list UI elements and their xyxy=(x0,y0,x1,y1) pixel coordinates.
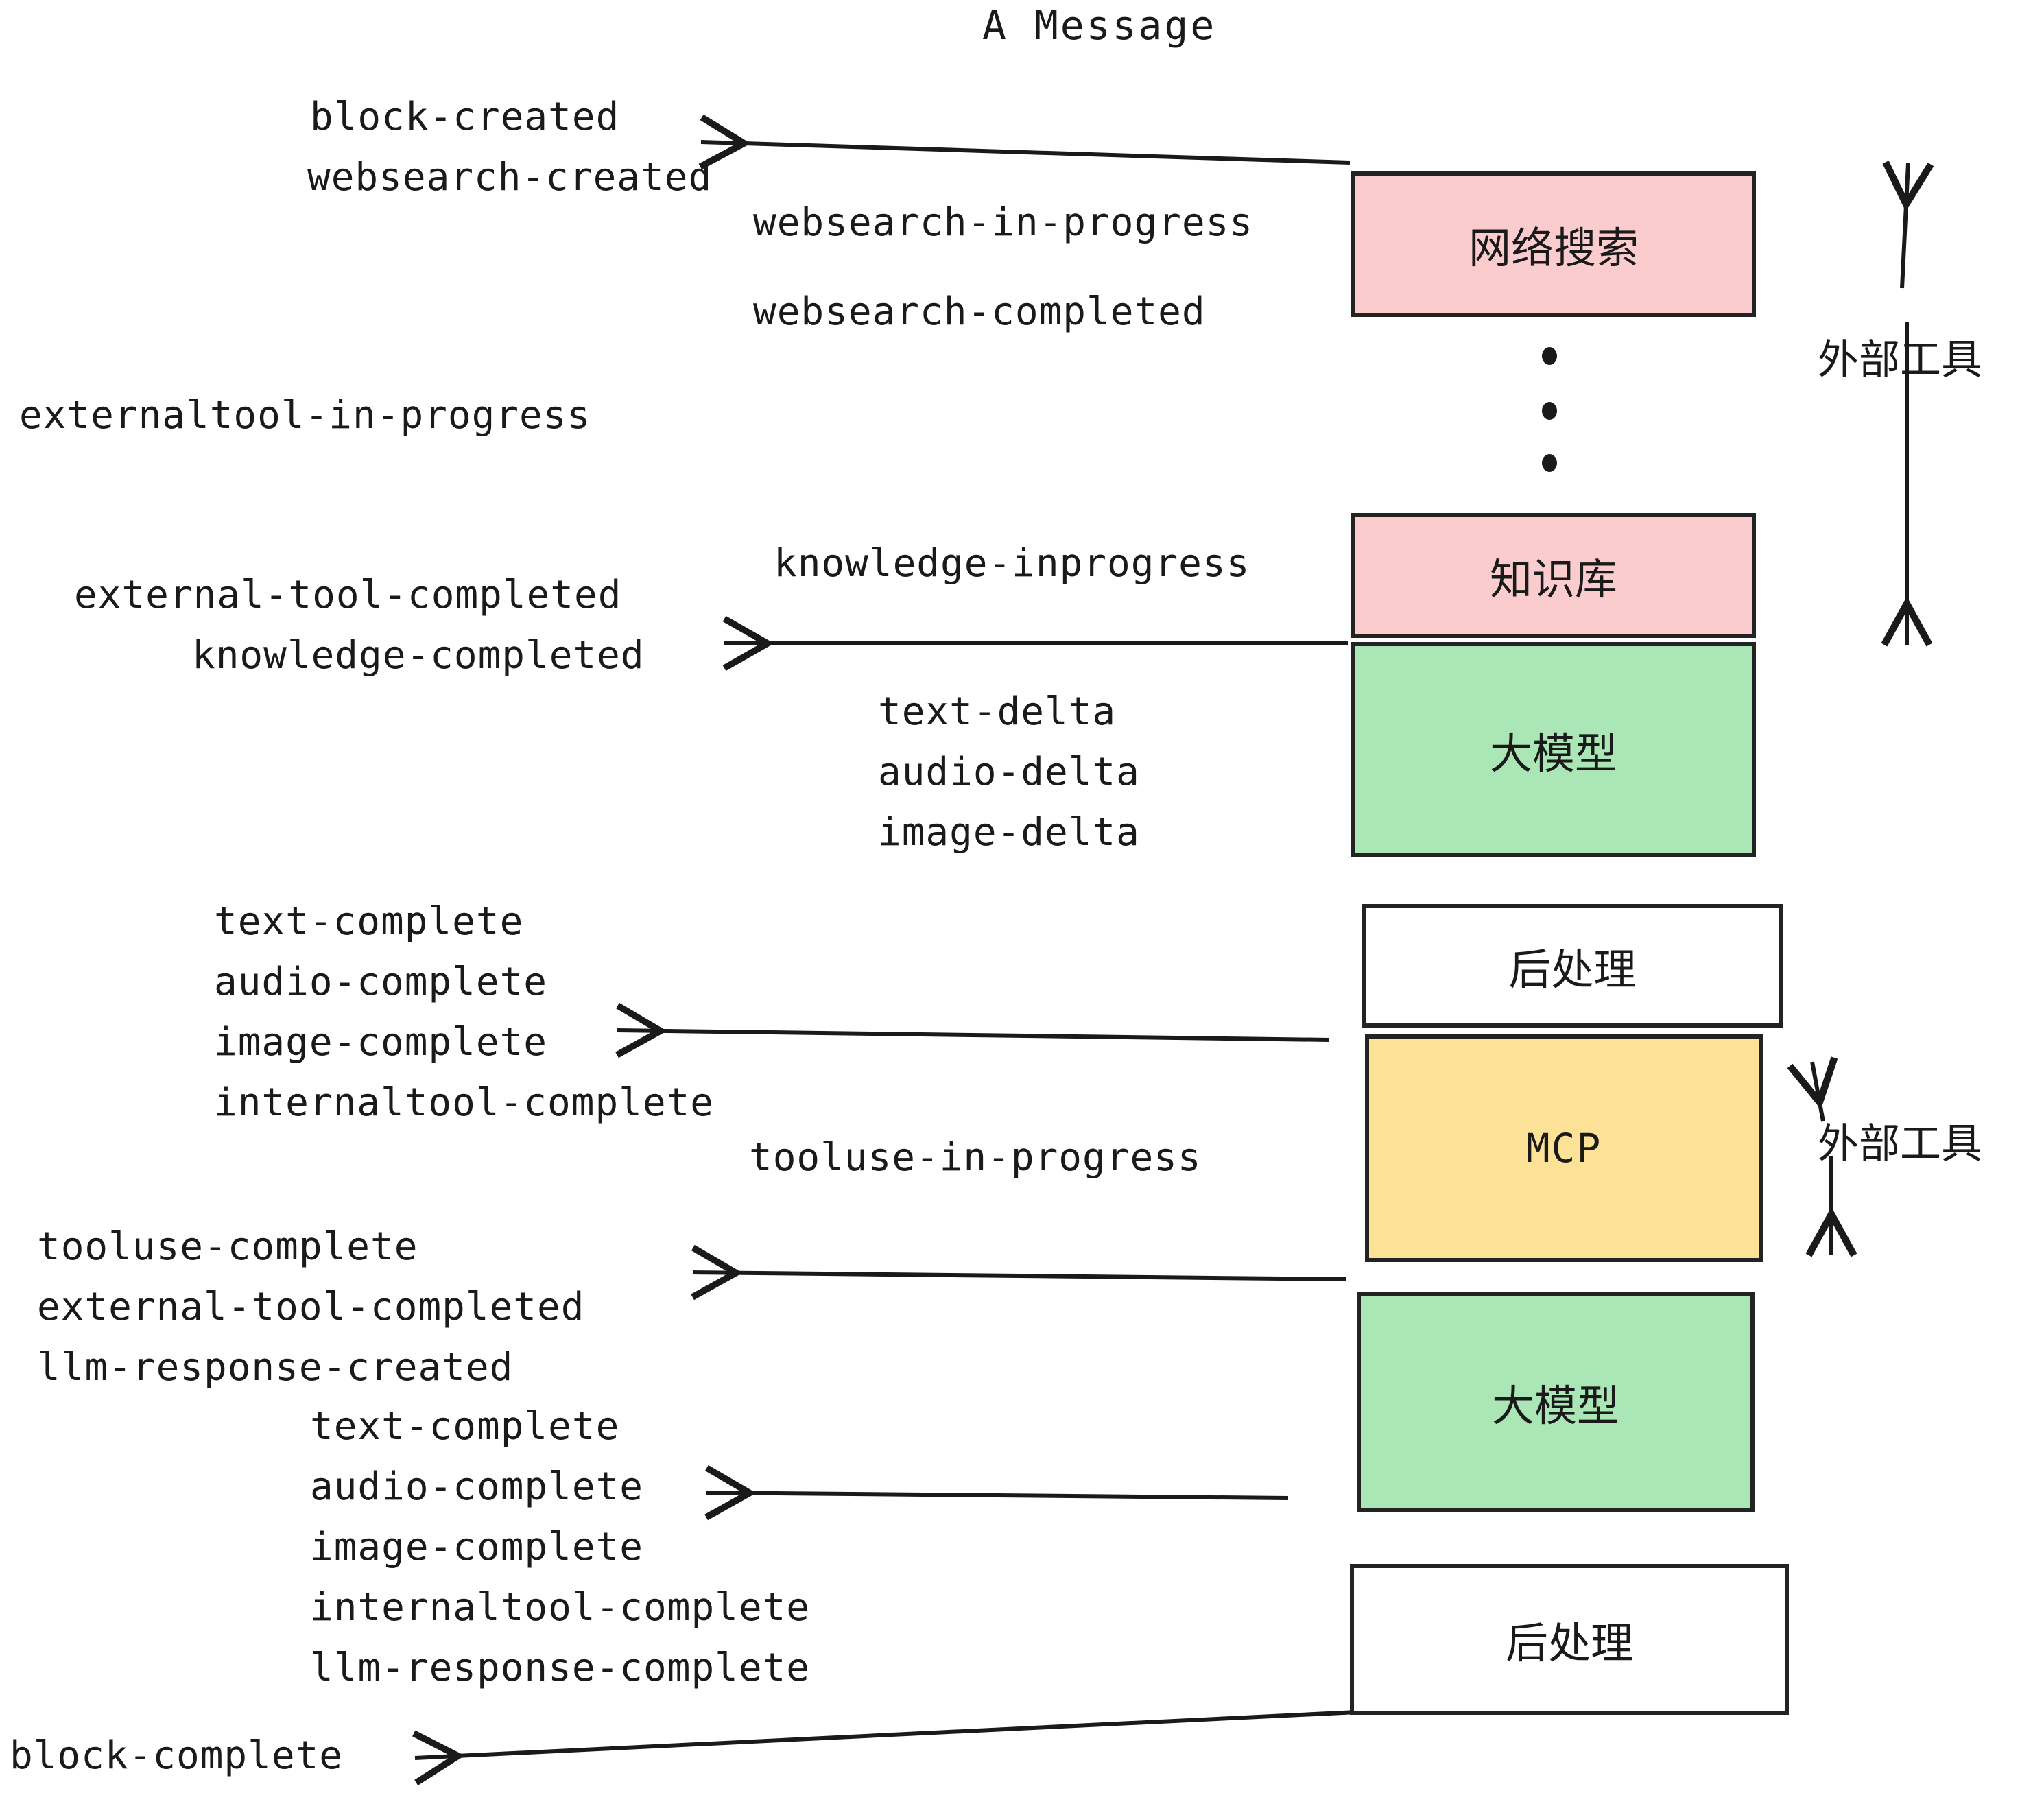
component-box-0: 网络搜索 xyxy=(1351,171,1756,317)
ellipsis-dot-icon xyxy=(1542,402,1557,420)
block-complete-arrow xyxy=(415,1710,1357,1758)
event-label: image-complete xyxy=(214,1020,548,1065)
audio-complete-arrow xyxy=(706,1493,1289,1498)
event-label: audio-delta xyxy=(878,750,1140,794)
event-label: tooluse-complete xyxy=(37,1224,418,1269)
external-tool-scope-up-1 xyxy=(1882,161,1934,289)
event-label: text-complete xyxy=(214,899,524,944)
event-label: image-delta xyxy=(878,810,1140,855)
component-box-4: MCP xyxy=(1365,1034,1763,1262)
component-box-label: 网络搜索 xyxy=(1468,223,1639,273)
event-label: external-tool-completed xyxy=(74,573,622,617)
component-box-2: 大模型 xyxy=(1351,642,1756,857)
event-label: websearch-completed xyxy=(753,289,1206,334)
component-box-1: 知识库 xyxy=(1351,513,1756,638)
event-label: llm-response-created xyxy=(37,1345,514,1390)
component-box-5: 大模型 xyxy=(1357,1292,1755,1512)
event-label: block-complete xyxy=(10,1733,344,1778)
block-created-arrow xyxy=(701,142,1351,163)
component-box-label: MCP xyxy=(1525,1125,1602,1172)
page-title: A Message xyxy=(982,2,1217,49)
component-box-label: 后处理 xyxy=(1505,1618,1633,1668)
ellipsis-dot-icon xyxy=(1542,454,1557,472)
event-label: audio-complete xyxy=(214,960,548,1004)
event-label: externaltool-in-progress xyxy=(19,393,591,438)
external-tool-scope-label: 外部工具 xyxy=(1818,336,1982,384)
ellipsis-dot-icon xyxy=(1542,347,1557,365)
event-label: llm-response-complete xyxy=(310,1646,811,1690)
component-box-6: 后处理 xyxy=(1350,1564,1789,1715)
event-label: external-tool-completed xyxy=(37,1285,585,1329)
component-box-label: 知识库 xyxy=(1489,554,1617,604)
event-label: block-created xyxy=(310,95,620,139)
event-label: knowledge-inprogress xyxy=(774,541,1250,586)
event-label: internaltool-complete xyxy=(214,1080,715,1125)
event-label: audio-complete xyxy=(310,1464,644,1509)
event-label: tooluse-in-progress xyxy=(749,1135,1202,1180)
event-label: text-complete xyxy=(310,1404,620,1449)
component-box-label: 大模型 xyxy=(1491,1381,1619,1431)
event-label: internaltool-complete xyxy=(310,1585,811,1630)
external-tool-scope-up-2 xyxy=(1787,1056,1838,1122)
external-tool-scope-label: 外部工具 xyxy=(1818,1120,1982,1168)
scope-arrows xyxy=(1787,161,1934,1257)
event-label: websearch-in-progress xyxy=(753,200,1254,245)
component-box-label: 大模型 xyxy=(1489,728,1617,779)
event-label: image-complete xyxy=(310,1525,644,1569)
component-box-label: 后处理 xyxy=(1508,945,1637,995)
tooluse-complete-arrow xyxy=(693,1272,1346,1279)
event-label: knowledge-completed xyxy=(192,633,645,678)
component-box-3: 后处理 xyxy=(1362,904,1783,1028)
event-label: text-delta xyxy=(878,689,1117,734)
image-complete-arrow xyxy=(617,1030,1330,1040)
event-label: websearch-created xyxy=(307,155,713,200)
flow-arrows xyxy=(415,142,1357,1758)
